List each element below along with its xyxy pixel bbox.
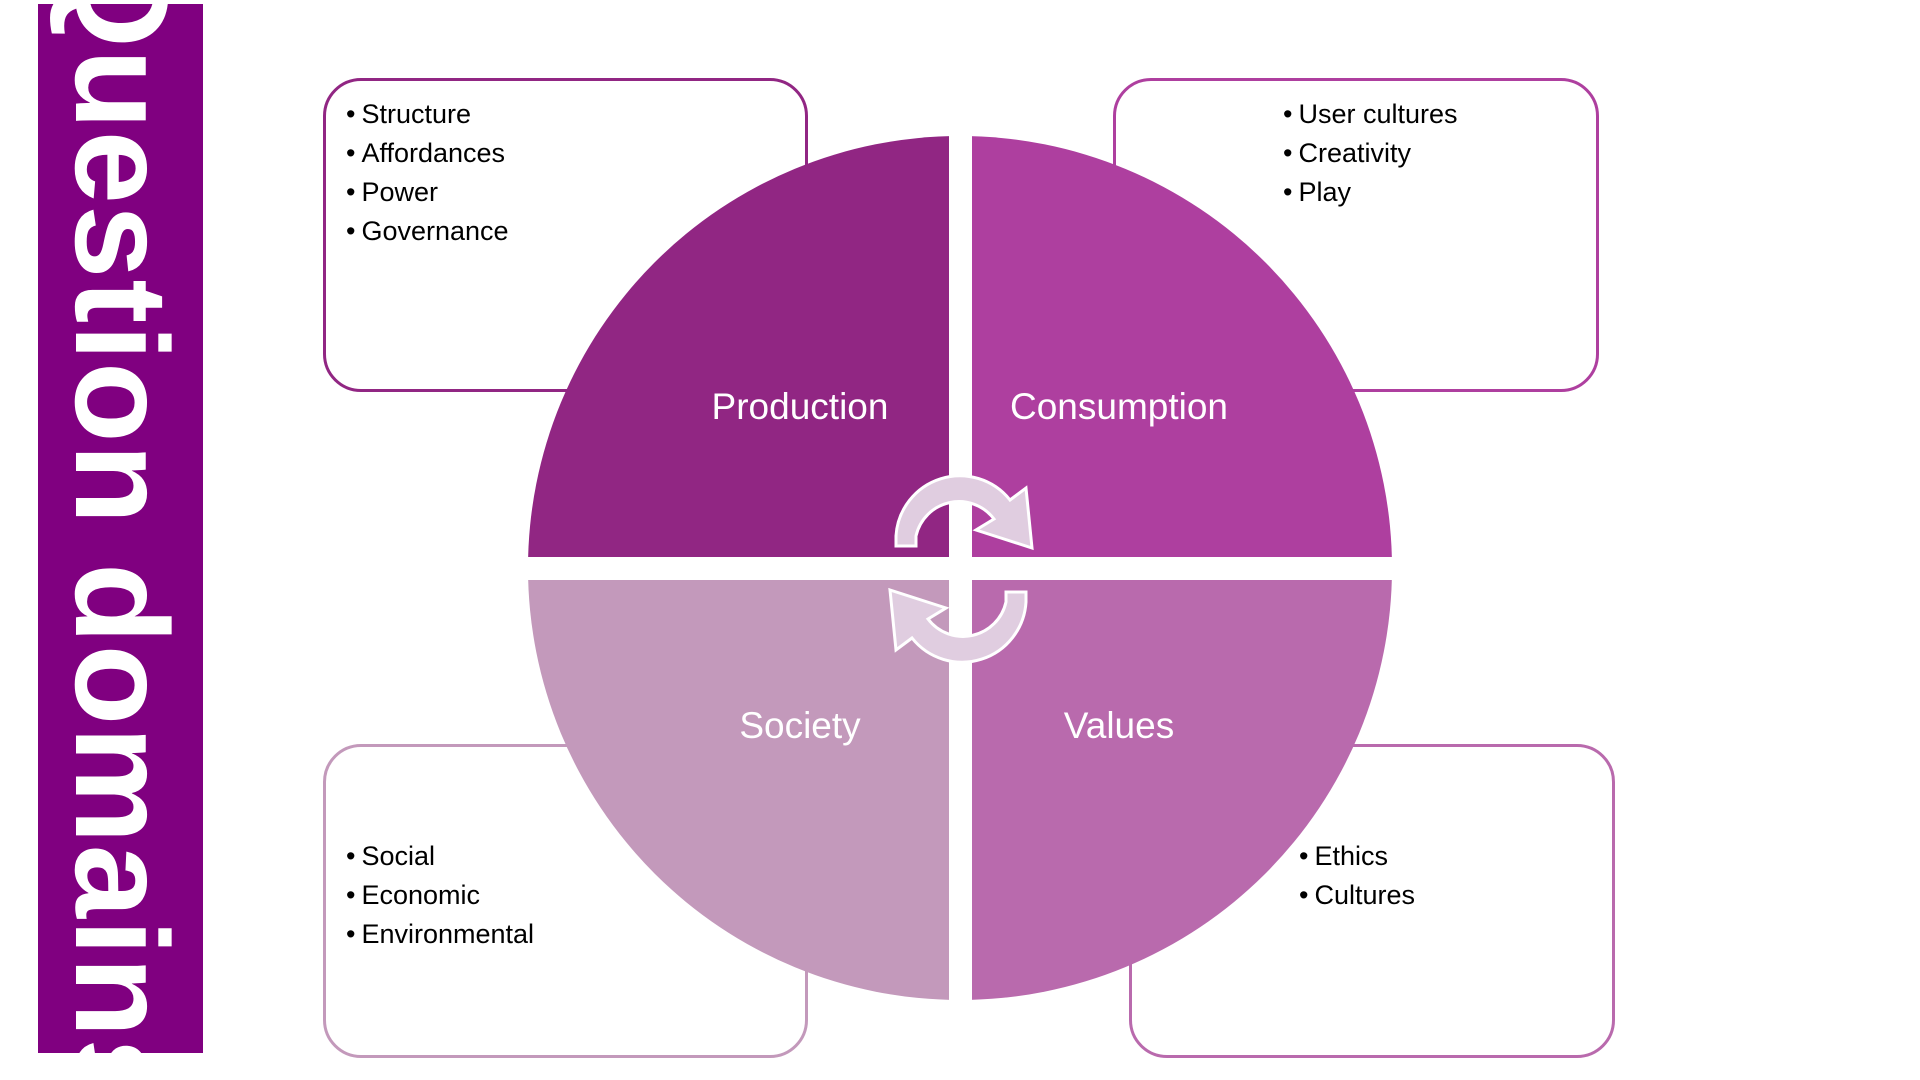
production-list: Structure Affordances Power Governance	[346, 95, 509, 251]
cycle-arrow-bottom-icon	[888, 587, 1028, 664]
quadrant-label-society: Society	[739, 705, 861, 746]
list-item: Play	[1283, 173, 1458, 212]
quadrant-label-consumption: Consumption	[1009, 386, 1229, 427]
quadrant-label-production: Production	[711, 386, 889, 427]
list-item: Economic	[346, 876, 534, 915]
list-item: User cultures	[1283, 95, 1457, 134]
cycle-arrow-top-icon	[894, 474, 1034, 551]
title-bar: Question domains	[38, 4, 203, 1053]
list-item: Governance	[346, 212, 508, 251]
list-item: Cultures	[1299, 876, 1415, 915]
list-item: Affordances	[346, 134, 509, 173]
list-item: Environmental	[346, 915, 534, 954]
quadrant-values	[972, 580, 1392, 1000]
list-item: Creativity	[1283, 134, 1458, 173]
consumption-list: User cultures Creativity Play	[1283, 95, 1458, 212]
list-item: Power	[346, 173, 509, 212]
list-item: Ethics	[1299, 837, 1415, 876]
society-list: Social Economic Environmental	[346, 837, 534, 954]
quadrant-society	[528, 580, 949, 1000]
quadrant-consumption	[972, 136, 1392, 557]
quadrant-label-values: Values	[1063, 705, 1175, 746]
quadrant-production	[528, 136, 949, 557]
list-item: Structure	[346, 95, 509, 134]
list-item: Social	[346, 837, 534, 876]
values-list: Ethics Cultures	[1299, 837, 1415, 915]
